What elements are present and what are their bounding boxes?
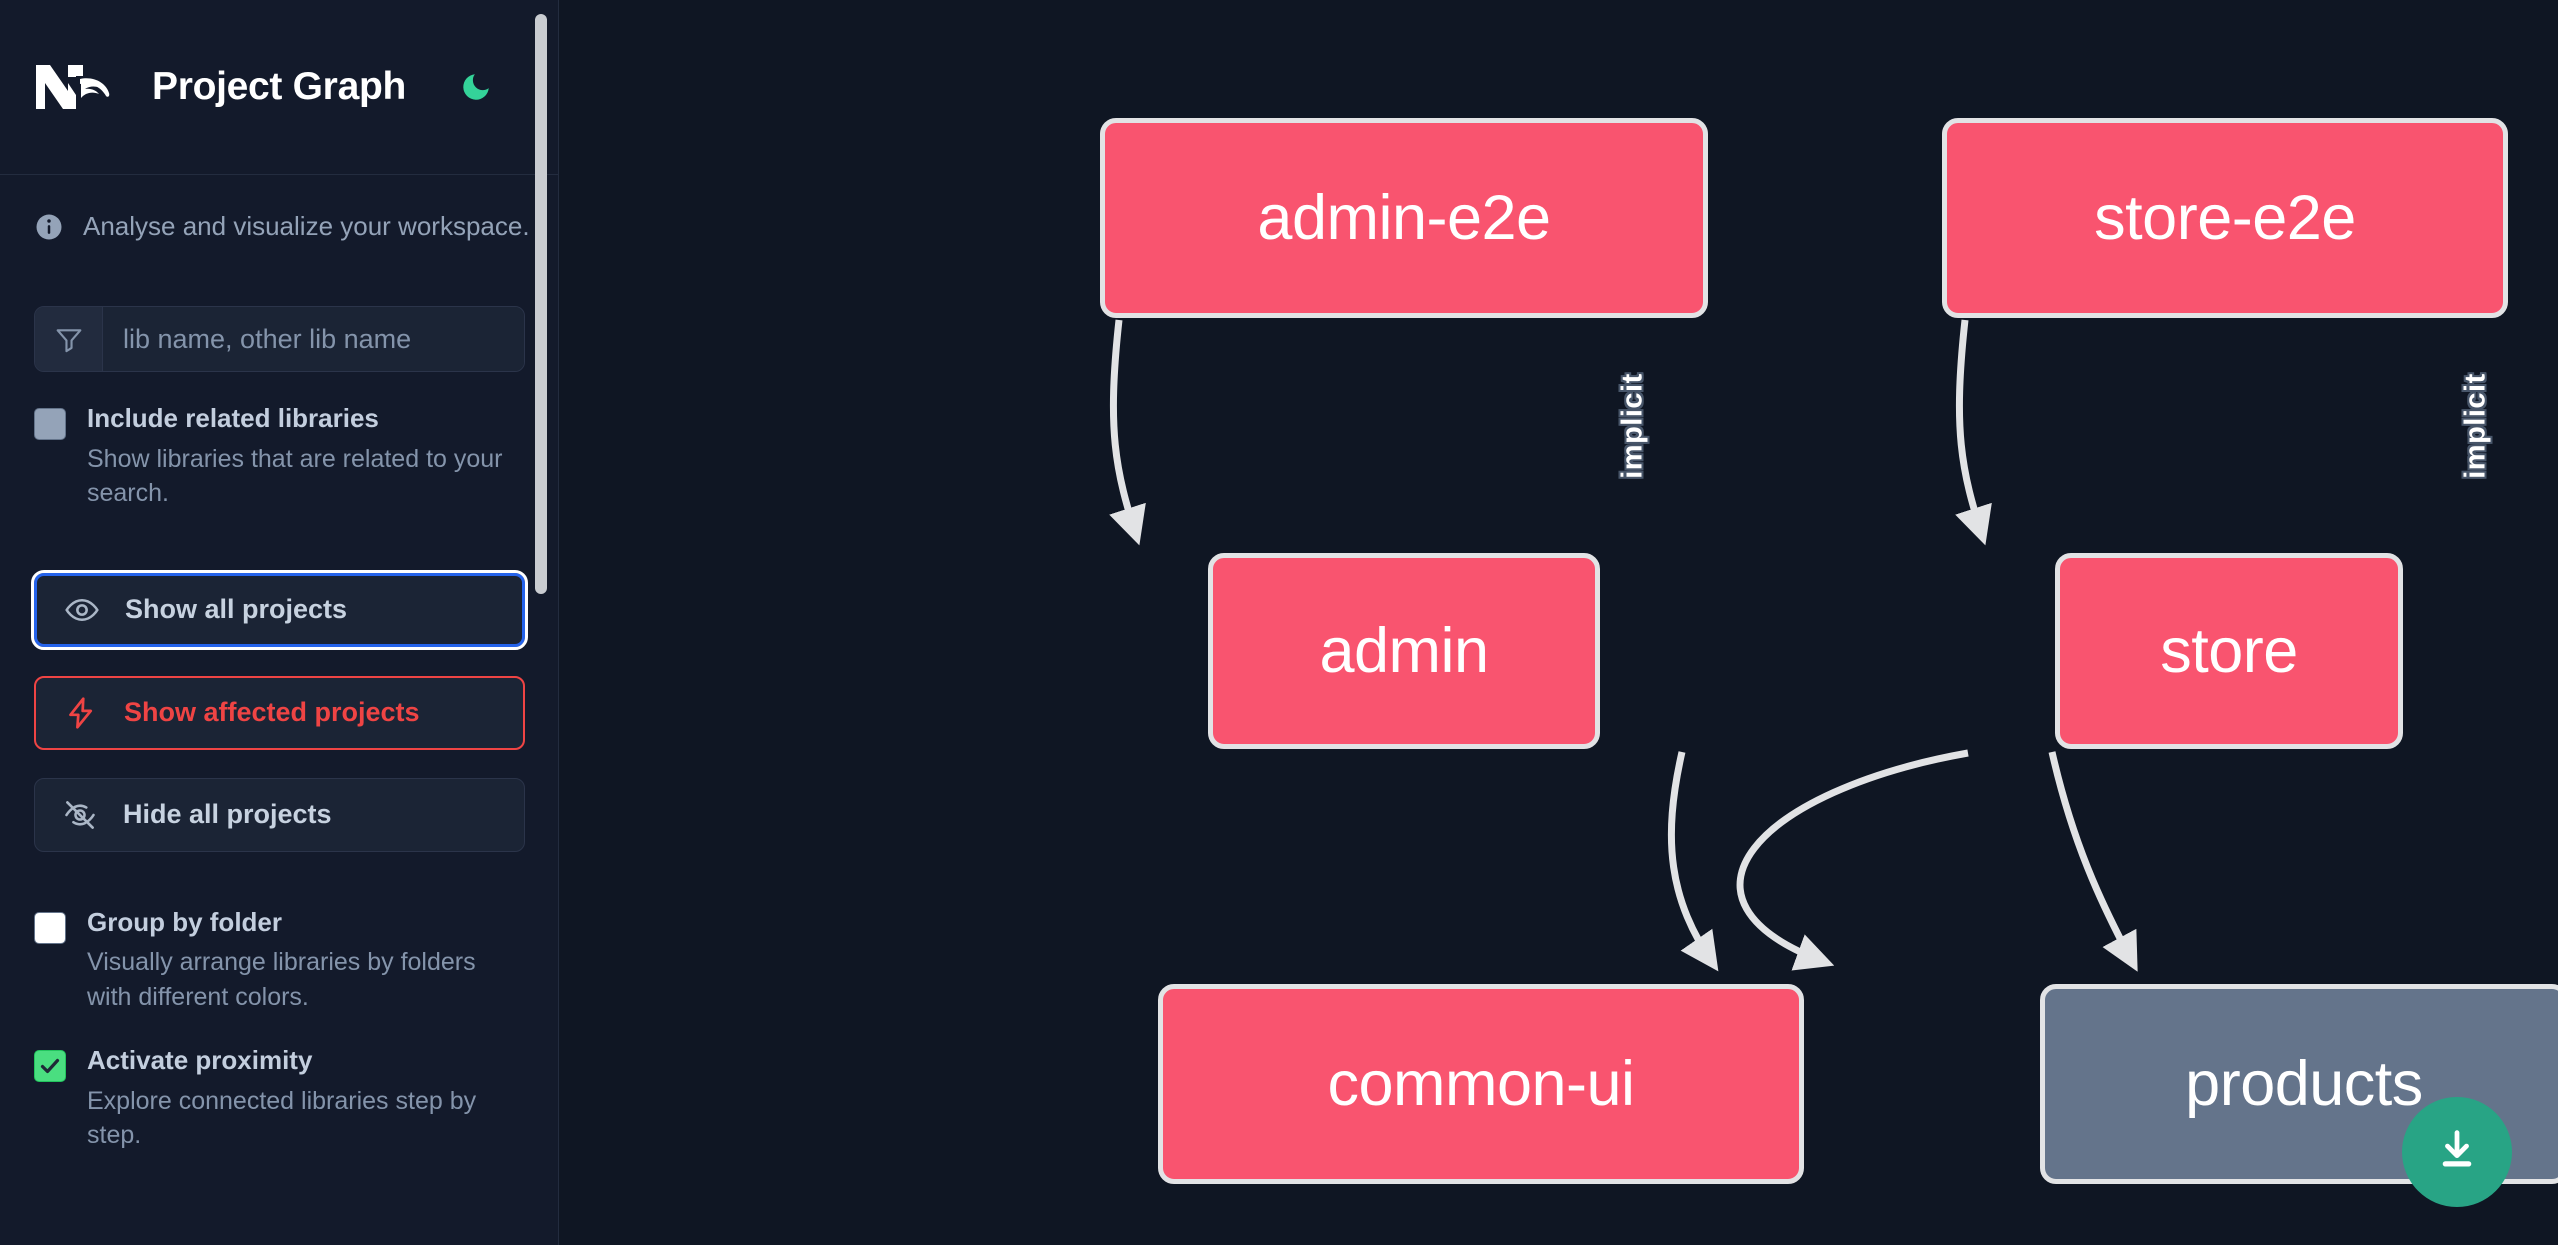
edge-admin-common-ui (1667, 751, 1719, 972)
eye-off-icon (61, 796, 99, 834)
search-input[interactable] (103, 307, 524, 371)
info-icon (34, 212, 64, 242)
download-button[interactable] (2402, 1097, 2512, 1207)
option-description: Show libraries that are related to your … (87, 444, 503, 508)
moon-icon[interactable] (456, 67, 496, 107)
graph-node-admin-e2e[interactable]: admin-e2e (1100, 118, 1708, 318)
node-label: common-ui (1327, 1048, 1635, 1119)
nx-logo (34, 59, 126, 115)
lightning-bolt-icon (62, 694, 100, 732)
option-include-related-libraries[interactable]: Include related libraries Show libraries… (0, 404, 559, 511)
activate-proximity-checkbox[interactable] (34, 1050, 66, 1083)
node-label: store-e2e (2094, 182, 2356, 253)
option-label: Group by folder (87, 906, 282, 937)
edge-label-store-implicit: implicit (2459, 373, 2492, 479)
graph-node-store[interactable]: store (2055, 553, 2403, 749)
option-activate-proximity[interactable]: Activate proximity Explore connected lib… (0, 1046, 559, 1153)
filter-icon (35, 307, 103, 371)
node-label: store (2160, 615, 2298, 686)
option-description: Visually arrange libraries by folders wi… (87, 948, 476, 1011)
edge-store-e2e-store (1955, 319, 1992, 546)
edge-store-products (2048, 751, 2138, 972)
option-label: Activate proximity (87, 1045, 313, 1076)
option-description: Explore connected libraries step by step… (87, 1086, 477, 1150)
sidebar-header: Project Graph (0, 0, 559, 175)
sidebar: Project Graph Analyse and visualize your… (0, 0, 559, 1245)
node-label: admin (1319, 615, 1489, 686)
eye-icon (63, 591, 101, 629)
sidebar-divider (558, 0, 559, 1245)
graph-node-admin[interactable]: admin (1208, 553, 1600, 749)
edge-store-common-ui (1736, 749, 1969, 971)
show-all-projects-button[interactable]: Show all projects (31, 569, 528, 650)
option-group-by-folder[interactable]: Group by folder Visually arrange librari… (0, 906, 559, 1015)
graph-node-common-ui[interactable]: common-ui (1158, 984, 1804, 1184)
search-box[interactable] (34, 306, 525, 372)
node-label: admin-e2e (1257, 182, 1551, 253)
node-label: products (2185, 1048, 2423, 1119)
tagline-text: Analyse and visualize your workspace. (83, 211, 530, 241)
group-by-folder-checkbox[interactable] (34, 911, 66, 944)
page-title: Project Graph (152, 65, 406, 108)
hide-all-projects-button[interactable]: Hide all projects (34, 777, 525, 852)
show-affected-projects-label: Show affected projects (124, 697, 420, 728)
edge-admin-e2e-admin (1109, 319, 1146, 546)
option-label: Include related libraries (87, 403, 379, 433)
download-icon (2431, 1124, 2483, 1181)
show-all-projects-label: Show all projects (125, 594, 348, 625)
graph-canvas[interactable]: admin-e2e store-e2e admin store common-u… (559, 0, 2558, 1245)
hide-all-projects-label: Hide all projects (123, 799, 332, 830)
include-related-libraries-checkbox[interactable] (34, 408, 66, 440)
edge-label-admin-implicit: implicit (1616, 373, 1649, 479)
graph-node-store-e2e[interactable]: store-e2e (1942, 118, 2508, 318)
show-affected-projects-button[interactable]: Show affected projects (34, 675, 525, 750)
sidebar-scrollbar[interactable] (535, 14, 547, 594)
tagline: Analyse and visualize your workspace. (0, 175, 559, 242)
